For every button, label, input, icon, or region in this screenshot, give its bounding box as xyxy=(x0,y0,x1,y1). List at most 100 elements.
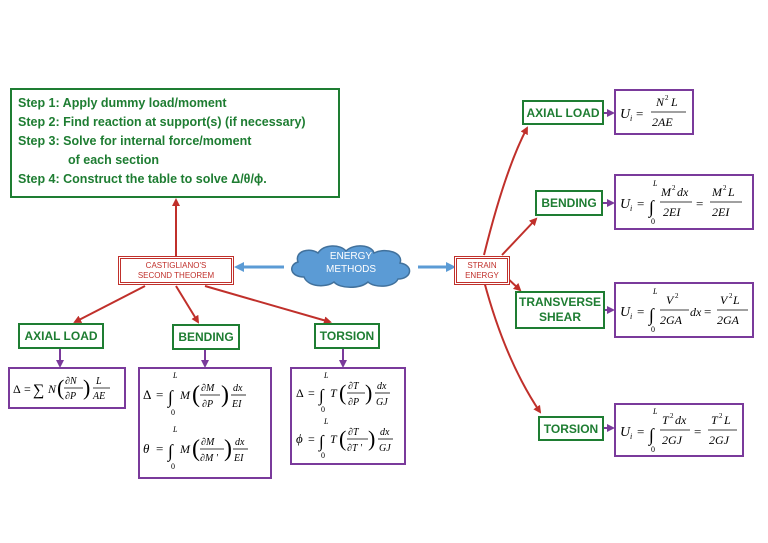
energy-methods-cloud xyxy=(291,245,411,288)
left-axial-load-label: AXIAL LOAD xyxy=(24,329,98,343)
left-bending-box: BENDING xyxy=(172,324,240,350)
svg-text:): ) xyxy=(365,380,372,405)
svg-text:=: = xyxy=(704,304,711,319)
svg-text:∂T: ∂T xyxy=(348,381,360,392)
right-axial-load-box: AXIAL LOAD xyxy=(522,100,604,125)
left-axial-load-box: AXIAL LOAD xyxy=(18,323,104,349)
svg-text:=: = xyxy=(636,106,643,121)
svg-text:=: = xyxy=(637,304,644,319)
svg-text:): ) xyxy=(221,382,229,408)
castigliano-theorem-box: CASTIGLIANO'S SECOND THEOREM xyxy=(118,256,234,285)
arrow-to-right-axial xyxy=(483,126,528,256)
svg-text:∂T: ∂T xyxy=(348,427,360,438)
svg-text:L: L xyxy=(323,417,329,426)
left-bending-label: BENDING xyxy=(178,330,234,344)
svg-text:2: 2 xyxy=(675,292,679,300)
svg-text:2GJ: 2GJ xyxy=(662,433,683,447)
svg-text:2: 2 xyxy=(723,184,727,192)
right-bending-formula: U i = L ∫ 0 M 2 dx 2EI = M 2 L 2EI xyxy=(620,179,742,226)
arrow-to-left-torsion xyxy=(204,285,332,325)
svg-text:EI: EI xyxy=(231,399,242,410)
svg-text:=: = xyxy=(637,424,644,439)
svg-text:T: T xyxy=(711,413,719,427)
svg-text:∫: ∫ xyxy=(318,432,325,452)
svg-text:(: ( xyxy=(57,375,64,400)
right-bending-box: BENDING xyxy=(535,190,603,216)
svg-text:2: 2 xyxy=(665,94,669,102)
svg-text:0: 0 xyxy=(321,451,325,460)
svg-text:dx: dx xyxy=(233,383,243,394)
svg-text:V: V xyxy=(720,293,729,307)
svg-text:M: M xyxy=(660,185,672,199)
svg-text:L: L xyxy=(652,407,658,416)
svg-text:θ: θ xyxy=(143,441,150,456)
step-4: Step 4: Construct the table to solve Δ/θ… xyxy=(18,172,267,186)
svg-text:GJ: GJ xyxy=(379,443,391,454)
svg-text:AE: AE xyxy=(92,391,105,402)
strain-energy-line-2: ENERGY xyxy=(465,270,499,280)
left-axial-formula: Δ = ∑ N ( ∂N ∂P ) L AE xyxy=(13,375,110,402)
right-torsion-formula: U i = L ∫ 0 T 2 dx 2GJ = T 2 L 2GJ xyxy=(620,407,737,454)
svg-text:L: L xyxy=(323,371,329,380)
svg-text:=: = xyxy=(696,196,703,211)
left-torsion-angle-eq: ϕ = L ∫ 0 T ( ∂T ∂T ' ) dx GJ xyxy=(296,417,393,460)
svg-text:Δ: Δ xyxy=(296,386,304,400)
left-torsion-deflection-eq: Δ = L ∫ 0 T ( ∂T ∂P ) dx GJ xyxy=(296,371,390,414)
svg-text:(: ( xyxy=(339,426,346,451)
right-axial-formula-box: U i = N 2 L 2AE xyxy=(614,89,694,135)
energy-methods-line-2: METHODS xyxy=(326,264,376,275)
svg-text:∂M: ∂M xyxy=(201,383,215,394)
left-torsion-label: TORSION xyxy=(319,329,375,343)
svg-text:i: i xyxy=(630,114,632,123)
svg-text:∫: ∫ xyxy=(167,387,174,408)
right-axial-load-label: AXIAL LOAD xyxy=(526,105,600,120)
strain-energy-box: STRAIN ENERGY xyxy=(454,256,510,285)
svg-text:dx: dx xyxy=(377,381,387,392)
svg-text:0: 0 xyxy=(651,325,655,334)
svg-text:∫: ∫ xyxy=(648,425,655,446)
svg-text:∫: ∫ xyxy=(318,386,325,406)
left-torsion-formula: Δ = L ∫ 0 T ( ∂T ∂P ) dx GJ ϕ = L ∫ 0 T … xyxy=(296,371,393,460)
svg-text:=: = xyxy=(637,196,644,211)
right-torsion-label: TORSION xyxy=(543,421,599,436)
right-bending-formula-box: U i = L ∫ 0 M 2 dx 2EI = M 2 L 2EI xyxy=(614,174,754,230)
svg-text:N: N xyxy=(47,382,57,396)
svg-text:M: M xyxy=(711,185,723,199)
svg-text:GJ: GJ xyxy=(376,397,388,408)
svg-text:dx: dx xyxy=(690,305,702,319)
svg-text:ϕ: ϕ xyxy=(296,431,303,446)
svg-text:∂M: ∂M xyxy=(201,437,215,448)
svg-text:=: = xyxy=(308,386,315,400)
svg-text:): ) xyxy=(368,426,375,451)
right-torsion-box: TORSION xyxy=(538,416,604,441)
left-torsion-box: TORSION xyxy=(314,323,380,349)
svg-text:=: = xyxy=(308,432,315,446)
arrow-to-left-axial xyxy=(73,285,146,323)
svg-text:0: 0 xyxy=(171,462,175,471)
step-1: Step 1: Apply dummy load/moment xyxy=(18,96,227,110)
svg-text:(: ( xyxy=(192,382,200,408)
svg-text:L: L xyxy=(95,376,102,387)
svg-text:i: i xyxy=(630,312,632,321)
castigliano-line-1: CASTIGLIANO'S xyxy=(145,260,207,270)
right-bending-label: BENDING xyxy=(541,196,597,210)
svg-text:∫: ∫ xyxy=(167,441,174,462)
arrow-to-left-bending xyxy=(175,285,200,324)
svg-text:=: = xyxy=(24,382,31,396)
svg-text:2EI: 2EI xyxy=(712,205,730,219)
arrow-to-right-torsion xyxy=(483,280,542,414)
svg-text:EI: EI xyxy=(233,453,244,464)
right-axial-formula: U i = N 2 L 2AE xyxy=(620,94,686,129)
svg-text:dx: dx xyxy=(380,427,390,438)
svg-text:Δ: Δ xyxy=(13,382,21,396)
step-3-continued: of each section xyxy=(68,153,159,167)
svg-text:2: 2 xyxy=(719,412,723,420)
svg-text:∂M ': ∂M ' xyxy=(200,453,219,464)
svg-text:2GA: 2GA xyxy=(717,313,740,327)
svg-text:U: U xyxy=(620,305,631,320)
svg-text:T: T xyxy=(662,413,670,427)
svg-text:∑: ∑ xyxy=(33,382,44,399)
svg-text:2: 2 xyxy=(729,292,733,300)
svg-text:0: 0 xyxy=(321,405,325,414)
svg-text:=: = xyxy=(156,441,163,456)
